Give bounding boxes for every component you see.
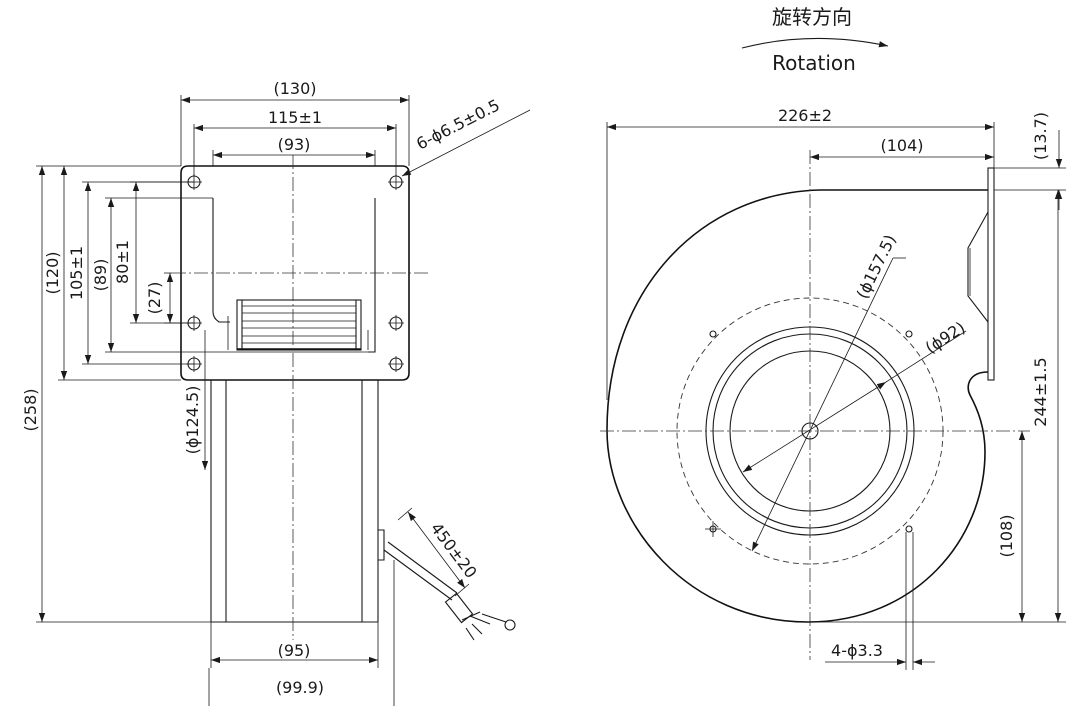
- rotation-label-en: Rotation: [772, 51, 856, 75]
- dim-text: (ϕ124.5): [183, 386, 202, 455]
- cutoff-tongue: [967, 211, 989, 323]
- dim-height-89: (89): [91, 197, 368, 353]
- dim-text: 6-ϕ6.5±0.5: [413, 95, 503, 153]
- outlet-opening: [212, 198, 376, 353]
- dim-text: 105±1: [67, 246, 86, 300]
- dim-holes-4: 4-ϕ3.3: [825, 532, 935, 670]
- dim-height-13: (13.7): [994, 112, 1066, 210]
- dim-width-93: (93): [212, 135, 376, 166]
- dim-diameter-124: (ϕ124.5): [183, 330, 209, 470]
- dim-height-80: 80±1: [113, 181, 194, 324]
- dim-height-258: (258): [21, 165, 211, 623]
- mounting-holes: [705, 330, 913, 537]
- front-view: 226±2 (104) (13.7) 244±1.5 (108) (ϕ157.5…: [600, 106, 1066, 670]
- dim-text: (13.7): [1031, 112, 1050, 160]
- dim-text: 115±1: [268, 108, 322, 127]
- dim-cable-450: 450±20: [397, 507, 481, 597]
- dim-height-27: (27): [145, 272, 194, 324]
- side-view: (130) 115±1 (93) 6-ϕ6.5±0.5 (258) (120): [21, 79, 531, 706]
- dim-text: (ϕ92): [922, 318, 969, 358]
- mount-hole-icon: [388, 356, 404, 372]
- dim-holes-6: 6-ϕ6.5±0.5: [401, 95, 531, 177]
- rotation-arrow-icon: [741, 37, 889, 49]
- dim-width-104: (104): [810, 136, 994, 161]
- dim-height-244: 244±1.5: [808, 190, 1066, 623]
- dim-text: 244±1.5: [1031, 357, 1050, 426]
- dim-text: (108): [997, 514, 1016, 557]
- mount-hole-icon: [388, 315, 404, 331]
- dim-width-99: (99.9): [208, 560, 395, 706]
- dim-text: (120): [43, 251, 62, 294]
- dim-text: (27): [145, 282, 164, 315]
- outlet-flange: [987, 167, 995, 381]
- dim-text: 226±2: [778, 106, 832, 125]
- dim-width-95: (95): [210, 622, 379, 668]
- mount-hole-icon: [388, 174, 404, 190]
- scroll-housing: [606, 189, 989, 623]
- dim-text: (104): [880, 136, 923, 155]
- cable-terminal-icon: [504, 619, 516, 631]
- rotation-indicator: 旋转方向 Rotation: [741, 5, 889, 75]
- dim-height-108: (108): [997, 431, 1026, 622]
- dim-width-130: (130): [180, 79, 410, 166]
- dim-text: 4-ϕ3.3: [831, 641, 883, 660]
- mount-hole-icon: [709, 330, 717, 338]
- dim-text: (93): [278, 135, 311, 154]
- dim-text: (99.9): [276, 678, 324, 697]
- mount-hole-icon: [905, 525, 913, 533]
- mount-hole-icon: [705, 521, 721, 537]
- rotation-label-cn: 旋转方向: [772, 5, 852, 29]
- cable-gland: [378, 529, 385, 561]
- dim-text: (89): [91, 259, 110, 292]
- dim-width-226: 226±2: [606, 106, 995, 400]
- dim-text: (ϕ157.5): [853, 232, 900, 302]
- dim-text: (95): [278, 641, 311, 660]
- dim-height-120: (120): [43, 166, 181, 381]
- dim-diameter-157: (ϕ157.5): [751, 232, 906, 552]
- motor-housing: [210, 380, 379, 623]
- impeller-window: [227, 299, 369, 351]
- dim-width-115: 115±1: [193, 108, 397, 176]
- dim-text: (130): [273, 79, 316, 98]
- mount-hole-icon: [905, 330, 913, 338]
- dim-text: (258): [21, 388, 40, 431]
- dim-diameter-92: (ϕ92): [742, 318, 969, 473]
- dim-text: 80±1: [113, 240, 132, 284]
